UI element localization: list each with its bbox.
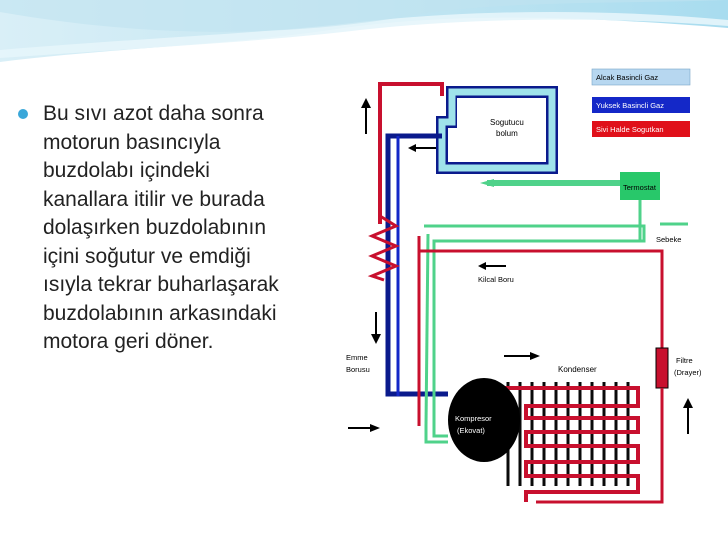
refrigeration-cycle-diagram: Alcak Basincli Gaz Yuksek Basincli Gaz S… — [344, 66, 724, 510]
legend-low-pressure-label: Alcak Basincli Gaz — [596, 73, 658, 82]
capillary-tube — [424, 179, 646, 444]
thermostat: Termostat — [620, 172, 660, 241]
suction-label-line2: Borusu — [346, 365, 370, 374]
bullet-line: ısıyla tekrar buharlaşarak — [43, 273, 279, 296]
arrow-up-icon — [683, 398, 693, 434]
arrow-left-icon — [478, 262, 506, 270]
bullet-line: motorun basıncıyla — [43, 130, 221, 154]
capillary-label: Kilcal Boru — [478, 275, 514, 284]
filter-drier: Filtre (Drayer) — [536, 347, 702, 504]
arrow-left-icon — [408, 144, 436, 152]
condenser-label: Kondenser — [558, 365, 597, 374]
arrow-right-icon — [504, 352, 540, 360]
freezer-label-line1: Sogutucu — [490, 118, 524, 127]
mains-connection: Sebeke — [656, 222, 688, 244]
compressor-label-line1: Kompresor — [455, 414, 492, 423]
legend-high-pressure-label: Yuksek Basincli Gaz — [596, 101, 664, 110]
bullet-text: Bu sıvı azot daha sonra motorun basıncıy… — [43, 100, 343, 357]
thermostat-box — [620, 172, 660, 200]
flow-arrows — [348, 98, 693, 434]
mains-label: Sebeke — [656, 235, 681, 244]
filter-label-line2: (Drayer) — [674, 368, 702, 377]
freezer-compartment: Sogutucu bolum — [436, 86, 558, 174]
heat-exchanger-coil — [367, 214, 400, 282]
thermostat-label: Termostat — [623, 183, 657, 192]
arrow-right-icon — [348, 424, 380, 432]
liquid-line-inner — [417, 236, 664, 426]
bullet-dot-icon — [18, 109, 28, 119]
filter-label-line1: Filtre — [676, 356, 693, 365]
legend-high-pressure-swatch — [592, 97, 690, 113]
arrow-up-icon — [361, 98, 371, 134]
suction-label-line1: Emme — [346, 353, 368, 362]
legend-low-pressure-swatch — [591, 68, 691, 86]
bullet-line: buzdolabı içindeki — [43, 159, 210, 182]
bullet-line: Bu sıvı azot daha sonra — [43, 102, 264, 125]
freezer-label-line2: bolum — [496, 129, 518, 138]
arrow-down-icon — [371, 312, 381, 344]
bullet-line: motora geri döner. — [43, 330, 214, 353]
bullet-line: kanallara itilir ve burada — [43, 187, 265, 211]
bullet-line: dolaşırken buzdolabının — [43, 216, 266, 239]
legend: Alcak Basincli Gaz Yuksek Basincli Gaz S… — [591, 68, 691, 137]
compressor-label-line2: (Ekovat) — [457, 426, 485, 435]
liquid-line-top — [378, 82, 444, 224]
compressor: Kompresor (Ekovat) — [448, 378, 520, 462]
legend-liquid-label: Sivi Halde Sogutkan — [596, 125, 664, 134]
bullet-line: buzdolabının arkasındaki — [43, 301, 277, 325]
bullet-line: içini soğutur ve emdiği — [43, 244, 251, 268]
legend-liquid-swatch — [592, 121, 690, 137]
